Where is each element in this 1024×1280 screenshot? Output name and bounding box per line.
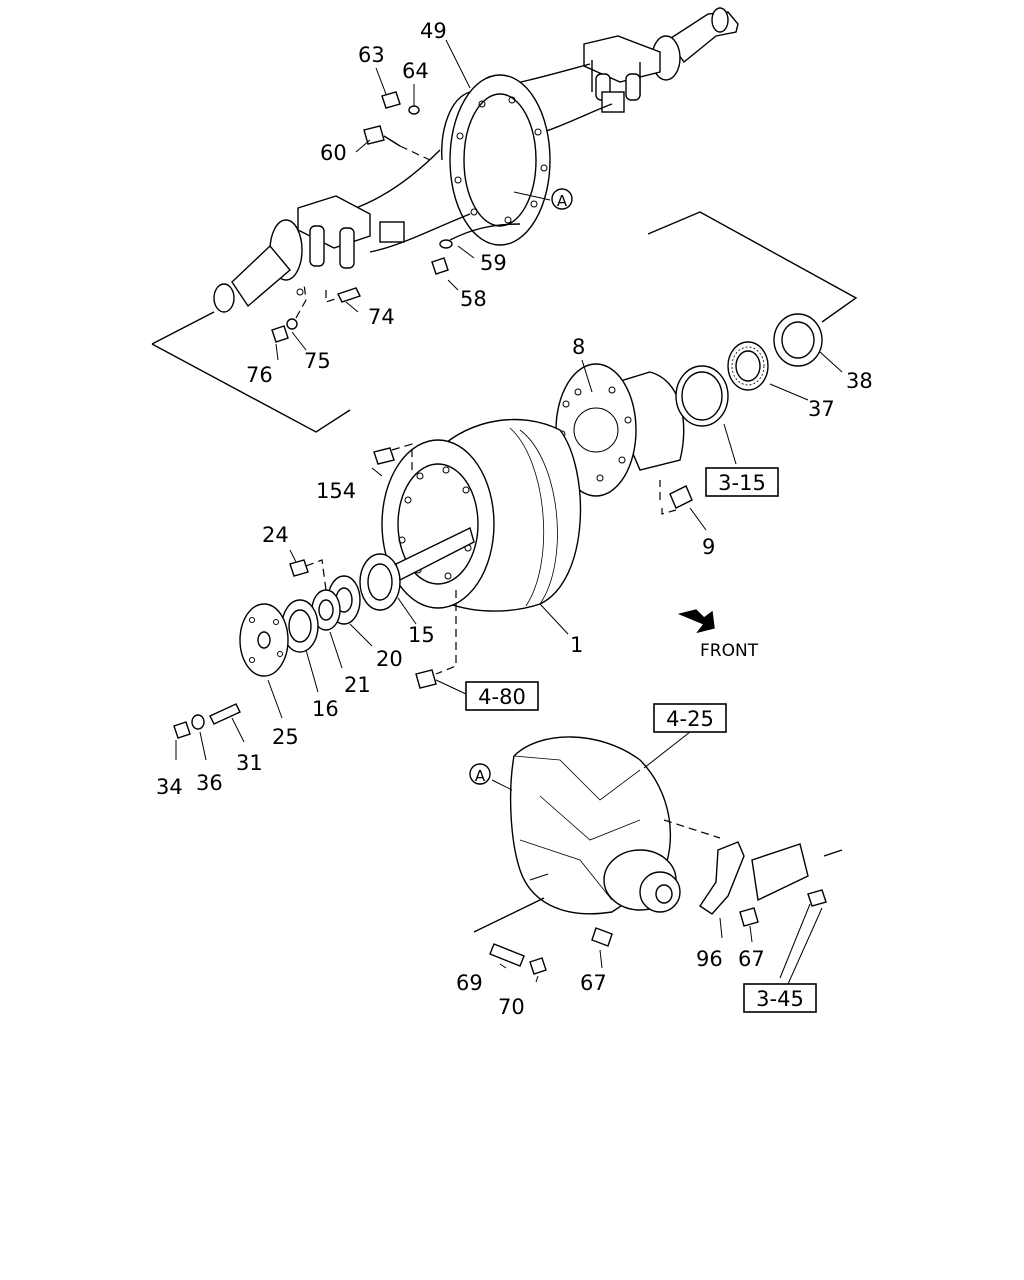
section-marker-a-upper-label: A	[557, 192, 568, 210]
front-label: FRONT	[700, 641, 759, 661]
lock-washer	[311, 589, 341, 631]
shaft-bearing	[359, 553, 401, 611]
callout-16: 16	[312, 697, 339, 721]
callout-31: 31	[236, 751, 263, 775]
callout-69: 69	[456, 971, 483, 995]
inner-bearing	[727, 341, 769, 391]
callout-20: 20	[376, 647, 403, 671]
leader-lines	[175, 39, 843, 985]
ref-box-3-15	[705, 467, 779, 497]
hub-cap	[239, 603, 289, 677]
hub	[555, 363, 685, 497]
callout-59: 59	[480, 251, 507, 275]
callout-67-bracket: 67	[738, 947, 765, 971]
section-marker-a-lower	[469, 763, 491, 785]
callout-37: 37	[808, 397, 835, 421]
callout-21: 21	[344, 673, 371, 697]
ref-label-3-15: 3-15	[718, 471, 766, 495]
callout-74: 74	[368, 305, 395, 329]
section-marker-a-lower-label: A	[475, 767, 486, 785]
section-marker-a-upper	[551, 188, 573, 210]
callout-60: 60	[320, 141, 347, 165]
callout-58: 58	[460, 287, 487, 311]
callout-25: 25	[272, 725, 299, 749]
callout-24: 24	[262, 523, 289, 547]
callout-9: 9	[702, 535, 715, 559]
ref-label-4-25: 4-25	[666, 707, 714, 731]
callout-96: 96	[696, 947, 723, 971]
callout-1: 1	[570, 633, 583, 657]
callout-154: 154	[316, 479, 356, 503]
hub-bolt	[659, 480, 693, 515]
ref-box-4-25	[653, 703, 727, 733]
front-arrow-icon	[677, 609, 715, 634]
nut-34	[173, 721, 191, 739]
washer-36	[191, 714, 205, 730]
callout-76: 76	[246, 363, 273, 387]
callout-64: 64	[402, 59, 429, 83]
seal-ring	[675, 365, 729, 427]
ref-box-3-45	[743, 983, 817, 1013]
axle-housing	[213, 7, 739, 313]
callout-15: 15	[408, 623, 435, 647]
ref-box-4-80	[465, 681, 539, 711]
brake-drum	[373, 418, 582, 689]
stud-31	[209, 703, 241, 725]
projection-lines	[151, 211, 858, 433]
callout-63: 63	[358, 43, 385, 67]
callout-38: 38	[846, 369, 873, 393]
ref-label-3-45: 3-45	[756, 987, 804, 1011]
differential-carrier	[473, 736, 721, 975]
callout-8: 8	[572, 335, 585, 359]
callout-49: 49	[420, 19, 447, 43]
ref-label-4-80: 4-80	[478, 685, 526, 709]
callout-67-carrier: 67	[580, 971, 607, 995]
outer-seal	[773, 313, 823, 367]
housing-hardware	[271, 91, 453, 343]
bolt-24	[289, 559, 309, 577]
callout-75: 75	[304, 349, 331, 373]
callout-36: 36	[196, 771, 223, 795]
callout-34: 34	[156, 775, 183, 799]
bracket	[699, 841, 843, 927]
callout-70: 70	[498, 995, 525, 1019]
bolt-24-leader	[305, 559, 327, 591]
